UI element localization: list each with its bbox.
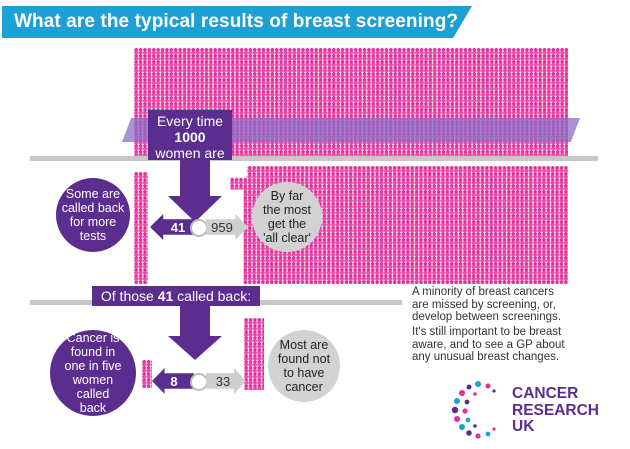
- logo-line: UK: [512, 418, 535, 435]
- note-line: aware, and to see a GP about: [412, 338, 565, 351]
- step1-right-count: 959: [211, 220, 233, 235]
- step1-left-circle-line: called back: [61, 201, 125, 215]
- note-line: any unusual breast changes.: [412, 351, 560, 363]
- step2-banner-suffix: called back:: [173, 288, 252, 304]
- step2-left-circle-line: women: [72, 373, 114, 387]
- step2-left-circle-line: one in five: [64, 359, 122, 373]
- note-line: develop between screenings.: [412, 311, 561, 323]
- step1-left-count: 41: [170, 220, 186, 235]
- logo-line: CANCER: [512, 385, 579, 402]
- step1-left-circle: Some are called back for more tests: [56, 178, 130, 252]
- step1-right-circle-line: By far: [270, 189, 304, 203]
- step2-left-circle-line: found in: [70, 345, 116, 359]
- step2-banner-prefix: Of those: [100, 288, 158, 304]
- step1-arrow-down-head: [168, 196, 222, 222]
- note-line: are missed by screening, or,: [412, 298, 556, 311]
- step1-right-circle-line: get the: [267, 217, 307, 231]
- page-title: What are the typical results of breast s…: [14, 11, 459, 32]
- women-column-33: [244, 318, 264, 390]
- step2-banner: [92, 286, 260, 306]
- note-paragraph-1: A minority of breast cancers are missed …: [412, 286, 622, 324]
- step2-left-circle-line: back: [79, 401, 107, 415]
- women-column-8: [142, 360, 152, 388]
- step2-banner-text: Of those 41 called back:: [92, 288, 260, 304]
- step1-arrow-down: [180, 160, 210, 198]
- step2-right-circle-line: found not: [277, 352, 331, 366]
- step1-left-circle-line: for more: [69, 215, 117, 229]
- logo-line: RESEARCH: [512, 401, 599, 419]
- step1-left-circle-line: tests: [79, 229, 107, 243]
- step2-left-count: 8: [170, 374, 178, 389]
- step2-right-circle-line: to have: [283, 366, 325, 380]
- step2-arrow-down: [180, 306, 210, 338]
- title-banner: [2, 6, 472, 38]
- cancer-research-uk-logo-mark: [451, 381, 496, 439]
- step2-arrow-down-head: [168, 336, 222, 360]
- step1-banner-number: 1000: [174, 129, 206, 145]
- step2-banner-number: 41: [157, 288, 174, 304]
- step2-left-circle: Cancer is found in one in five women cal…: [50, 330, 136, 416]
- step1-right-circle: By far the most get the 'all clear': [252, 182, 322, 252]
- step2-right-count: 33: [215, 374, 231, 389]
- step1-right-circle-line: 'all clear': [263, 231, 311, 245]
- step2-left-circle-line: called: [76, 387, 110, 401]
- step1-banner: [148, 110, 232, 160]
- step2-right-circle-line: Most are: [279, 338, 329, 352]
- note-line: A minority of breast cancers: [412, 286, 554, 298]
- step1-banner-line2: women are: [155, 145, 225, 161]
- step2-right-circle-line: cancer: [285, 380, 323, 394]
- logo-wordmark: CANCER RESEARCH UK: [512, 385, 599, 436]
- step2-left-circle-line: Cancer is: [66, 331, 120, 345]
- step2-center-node: [190, 373, 208, 391]
- note-paragraph-2: It's still important to be breast aware,…: [412, 326, 622, 364]
- step1-right-circle-line: the most: [263, 203, 311, 217]
- step1-banner-line1: Every time: [156, 113, 224, 129]
- step2-right-circle: Most are found not to have cancer: [268, 330, 340, 402]
- note-line: It's still important to be breast: [412, 326, 562, 338]
- divider-top: [30, 156, 598, 161]
- women-column-41: [134, 172, 148, 284]
- step1-left-circle-line: Some are: [65, 187, 121, 201]
